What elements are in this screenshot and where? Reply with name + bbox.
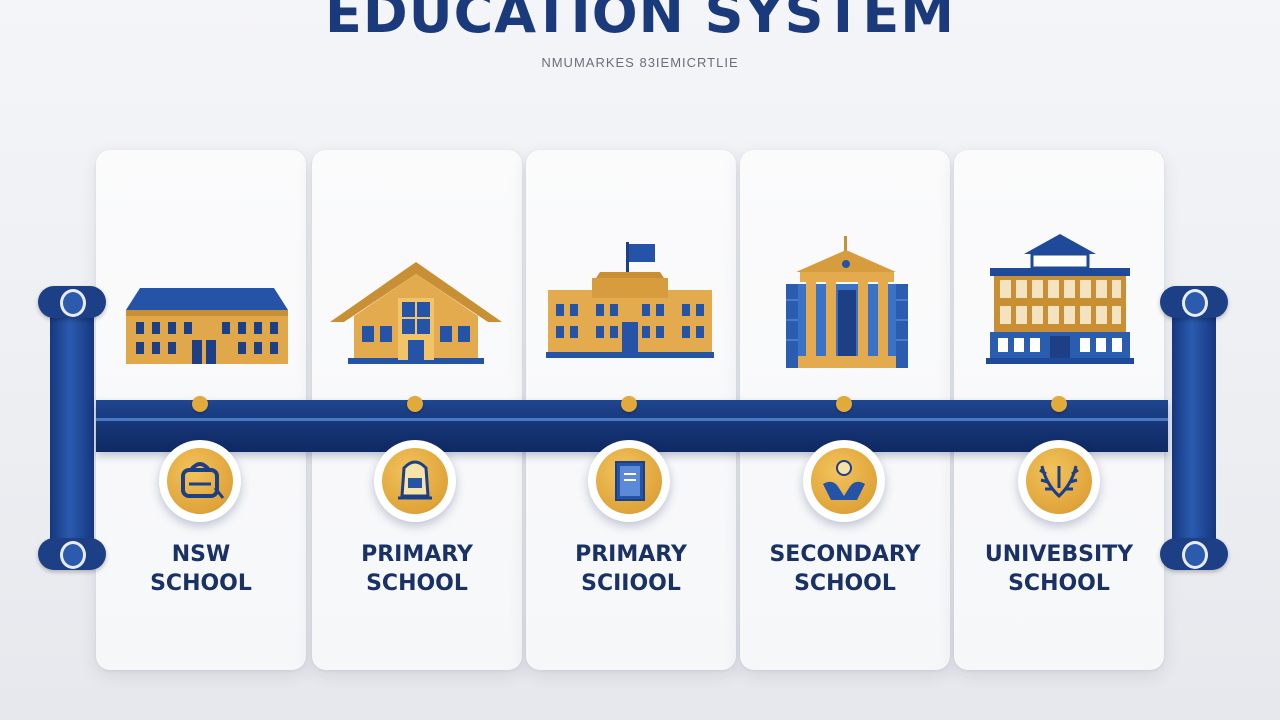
- page-subtitle: NMUMARKES 83IEMICRTLIE: [541, 55, 739, 70]
- stage-label-2: PRIMARY SCHOOL: [312, 540, 522, 598]
- timeline-node-1: [192, 396, 208, 412]
- timeline-node-4: [836, 396, 852, 412]
- stage-label-line2: SCIIOOL: [581, 571, 681, 596]
- page-title: EDUCATION SYSTEM: [325, 0, 955, 45]
- stage-label-line2: SCHOOL: [366, 571, 468, 596]
- school-building-icon: [126, 288, 288, 364]
- university-building-icon: [986, 234, 1134, 364]
- backpack-icon: [181, 462, 225, 499]
- flag-school-icon: [546, 242, 714, 358]
- stage-label-4: SECONDARY SCHOOL: [740, 540, 950, 598]
- timeline-node-2: [407, 396, 423, 412]
- stage-label-1: NSW SCHOOL: [96, 540, 306, 598]
- stage-label-3: PRIMARY SCIIOOL: [526, 540, 736, 598]
- laurel-icon: [1039, 465, 1079, 499]
- school-bag-icon: [398, 460, 432, 500]
- book-icon: [615, 461, 645, 501]
- stage-badge-1: [159, 440, 241, 522]
- stage-label-line1: UNIVEBSITY: [984, 542, 1134, 567]
- timeline-node-5: [1051, 396, 1067, 412]
- stage-badge-3: [588, 440, 670, 522]
- stage-label-line2: SCHOOL: [794, 571, 896, 596]
- stage-badge-4: [803, 440, 885, 522]
- columned-hall-icon: [786, 236, 908, 368]
- stage-badge-5: [1018, 440, 1100, 522]
- stage-label-line1: NSW: [171, 542, 231, 567]
- trophy-icon: [823, 460, 865, 500]
- stage-badge-2: [374, 440, 456, 522]
- timeline-node-3: [621, 396, 637, 412]
- stage-label-line1: PRIMARY: [575, 542, 687, 567]
- timeline-highlight: [96, 418, 1168, 421]
- stage-label-line1: SECONDARY: [769, 542, 921, 567]
- stage-label-line1: PRIMARY: [361, 542, 473, 567]
- stage-label-5: UNIVEBSITY SCHOOL: [954, 540, 1164, 598]
- stage-label-line2: SCHOOL: [150, 571, 252, 596]
- stage-label-line2: SCHOOL: [1008, 571, 1110, 596]
- house-school-icon: [330, 262, 502, 364]
